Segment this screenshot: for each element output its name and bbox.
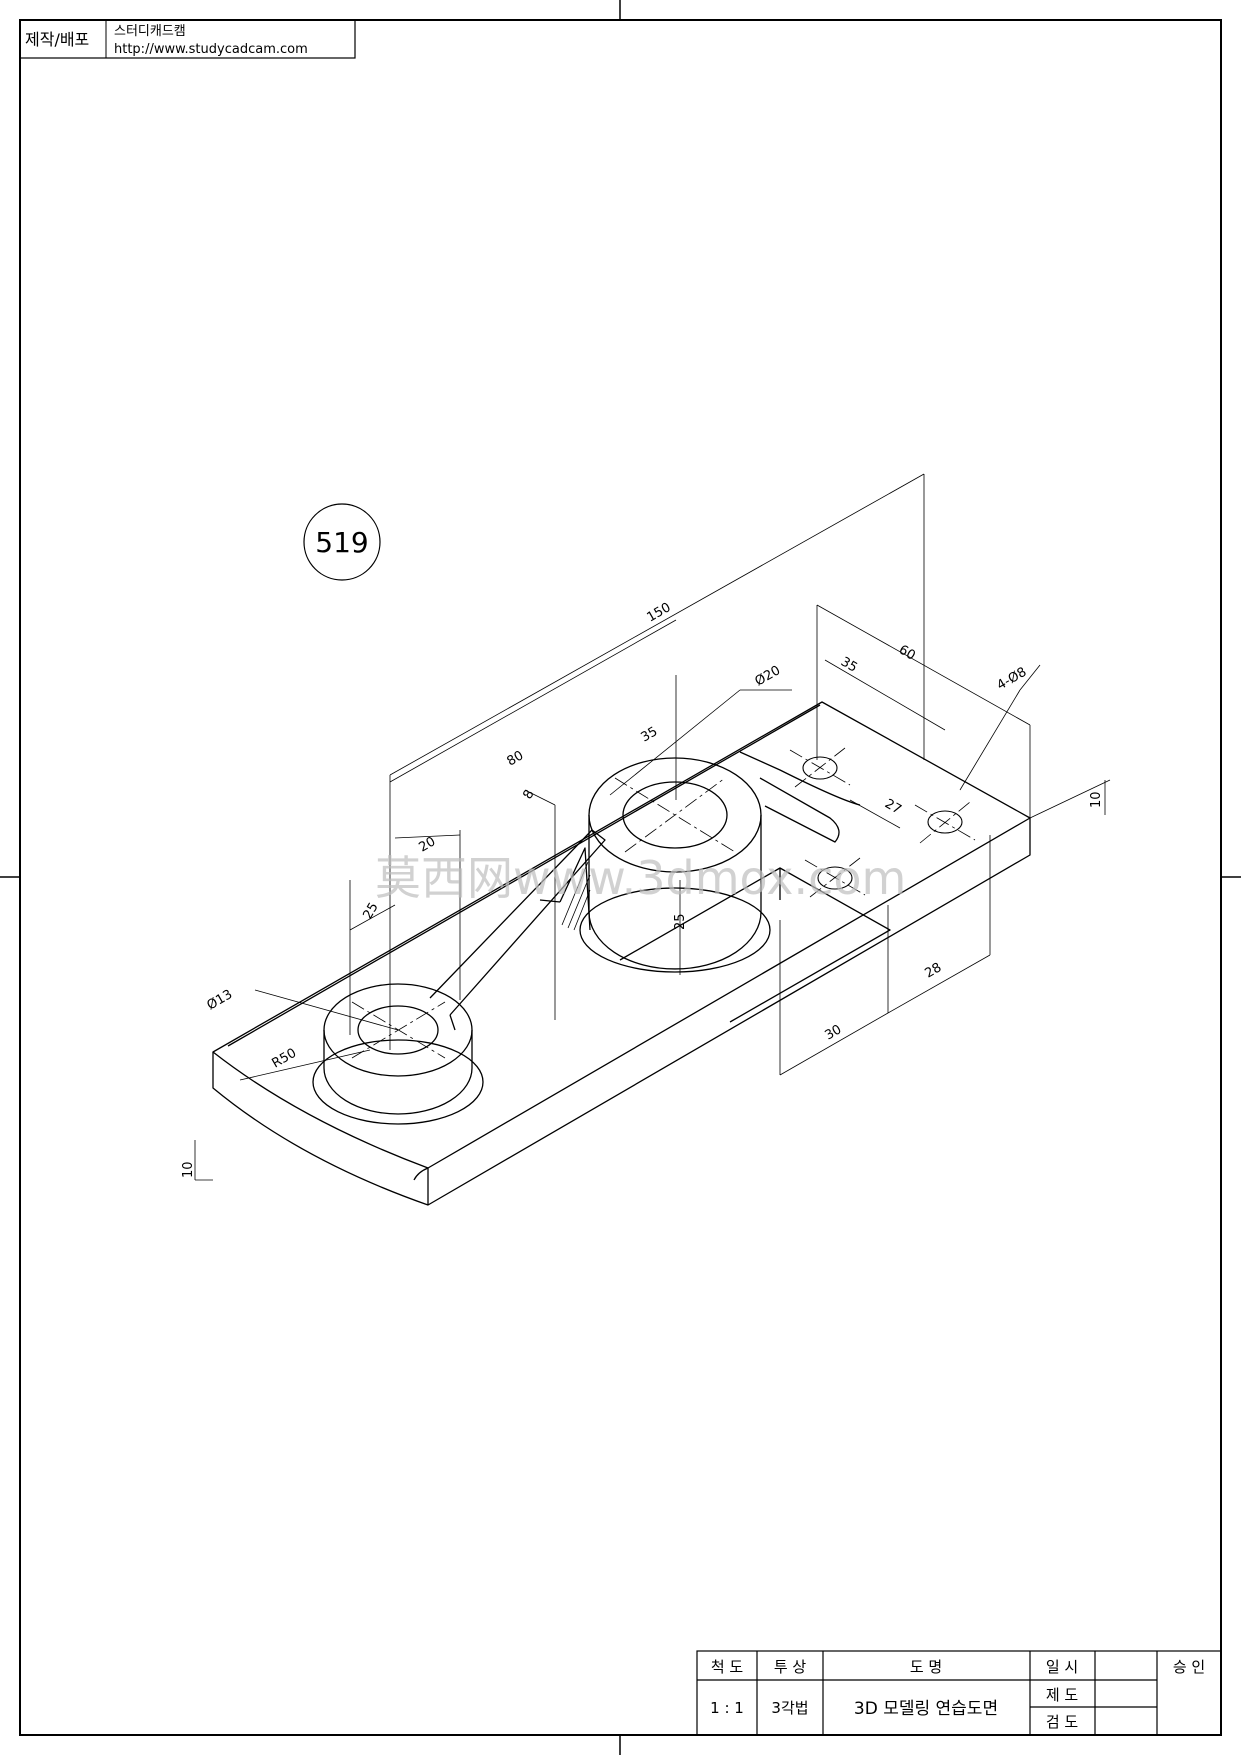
dim-60: 60 [896, 642, 918, 663]
watermark: 莫西网www.3dmox.com [375, 851, 906, 905]
dim-35-boss: 35 [639, 724, 661, 745]
scale-value: 1 : 1 [710, 1699, 744, 1717]
projection-label: 투 상 [774, 1658, 807, 1676]
dim-boss-dia: Ø20 [753, 663, 784, 689]
dim-10-left: 10 [181, 1161, 196, 1178]
drawn-label: 제 도 [1046, 1686, 1079, 1704]
dim-small-boss-dia: Ø13 [205, 987, 236, 1013]
drawing-number: 519 [315, 526, 368, 559]
checked-label: 검 도 [1046, 1713, 1079, 1731]
title-block-text: 척 도 1 : 1 투 상 3각법 도 명 3D 모델링 연습도면 일 시 제 … [710, 1658, 1205, 1731]
dim-28: 28 [923, 960, 945, 981]
header-company: 스터디캐드캠 [114, 24, 186, 39]
dimension-lines [194, 473, 1111, 1181]
mounting-holes [802, 756, 963, 890]
drawing-number-bubble: 519 [303, 503, 381, 581]
rib-hatch [561, 861, 591, 931]
header-label: 제작/배포 [25, 30, 89, 49]
dim-10-right: 10 [1089, 791, 1104, 808]
dim-8: 8 [520, 787, 537, 802]
dim-150: 150 [645, 600, 674, 625]
center-lines [351, 747, 976, 1059]
header-url: http://www.studycadcam.com [114, 42, 308, 57]
approval-label: 승 인 [1173, 1658, 1205, 1676]
dim-35-right: 35 [838, 654, 860, 675]
dim-20: 20 [417, 834, 439, 855]
projection-value: 3각법 [771, 1699, 808, 1717]
dim-25-height: 25 [673, 913, 688, 930]
dim-holes: 4-Ø8 [995, 665, 1030, 694]
dim-27: 27 [882, 796, 904, 817]
name-label: 도 명 [910, 1658, 942, 1676]
name-value: 3D 모델링 연습도면 [854, 1699, 998, 1719]
title-block [696, 1650, 1222, 1736]
header-box: 제작/배포 스터디캐드캠 http://www.studycadcam.com [19, 19, 356, 59]
dim-25-offset: 25 [360, 900, 381, 922]
scale-label: 척 도 [711, 1658, 744, 1676]
dim-80: 80 [505, 748, 527, 769]
part-outline [212, 701, 1031, 1206]
date-label: 일 시 [1046, 1658, 1078, 1676]
dim-30: 30 [823, 1022, 845, 1043]
